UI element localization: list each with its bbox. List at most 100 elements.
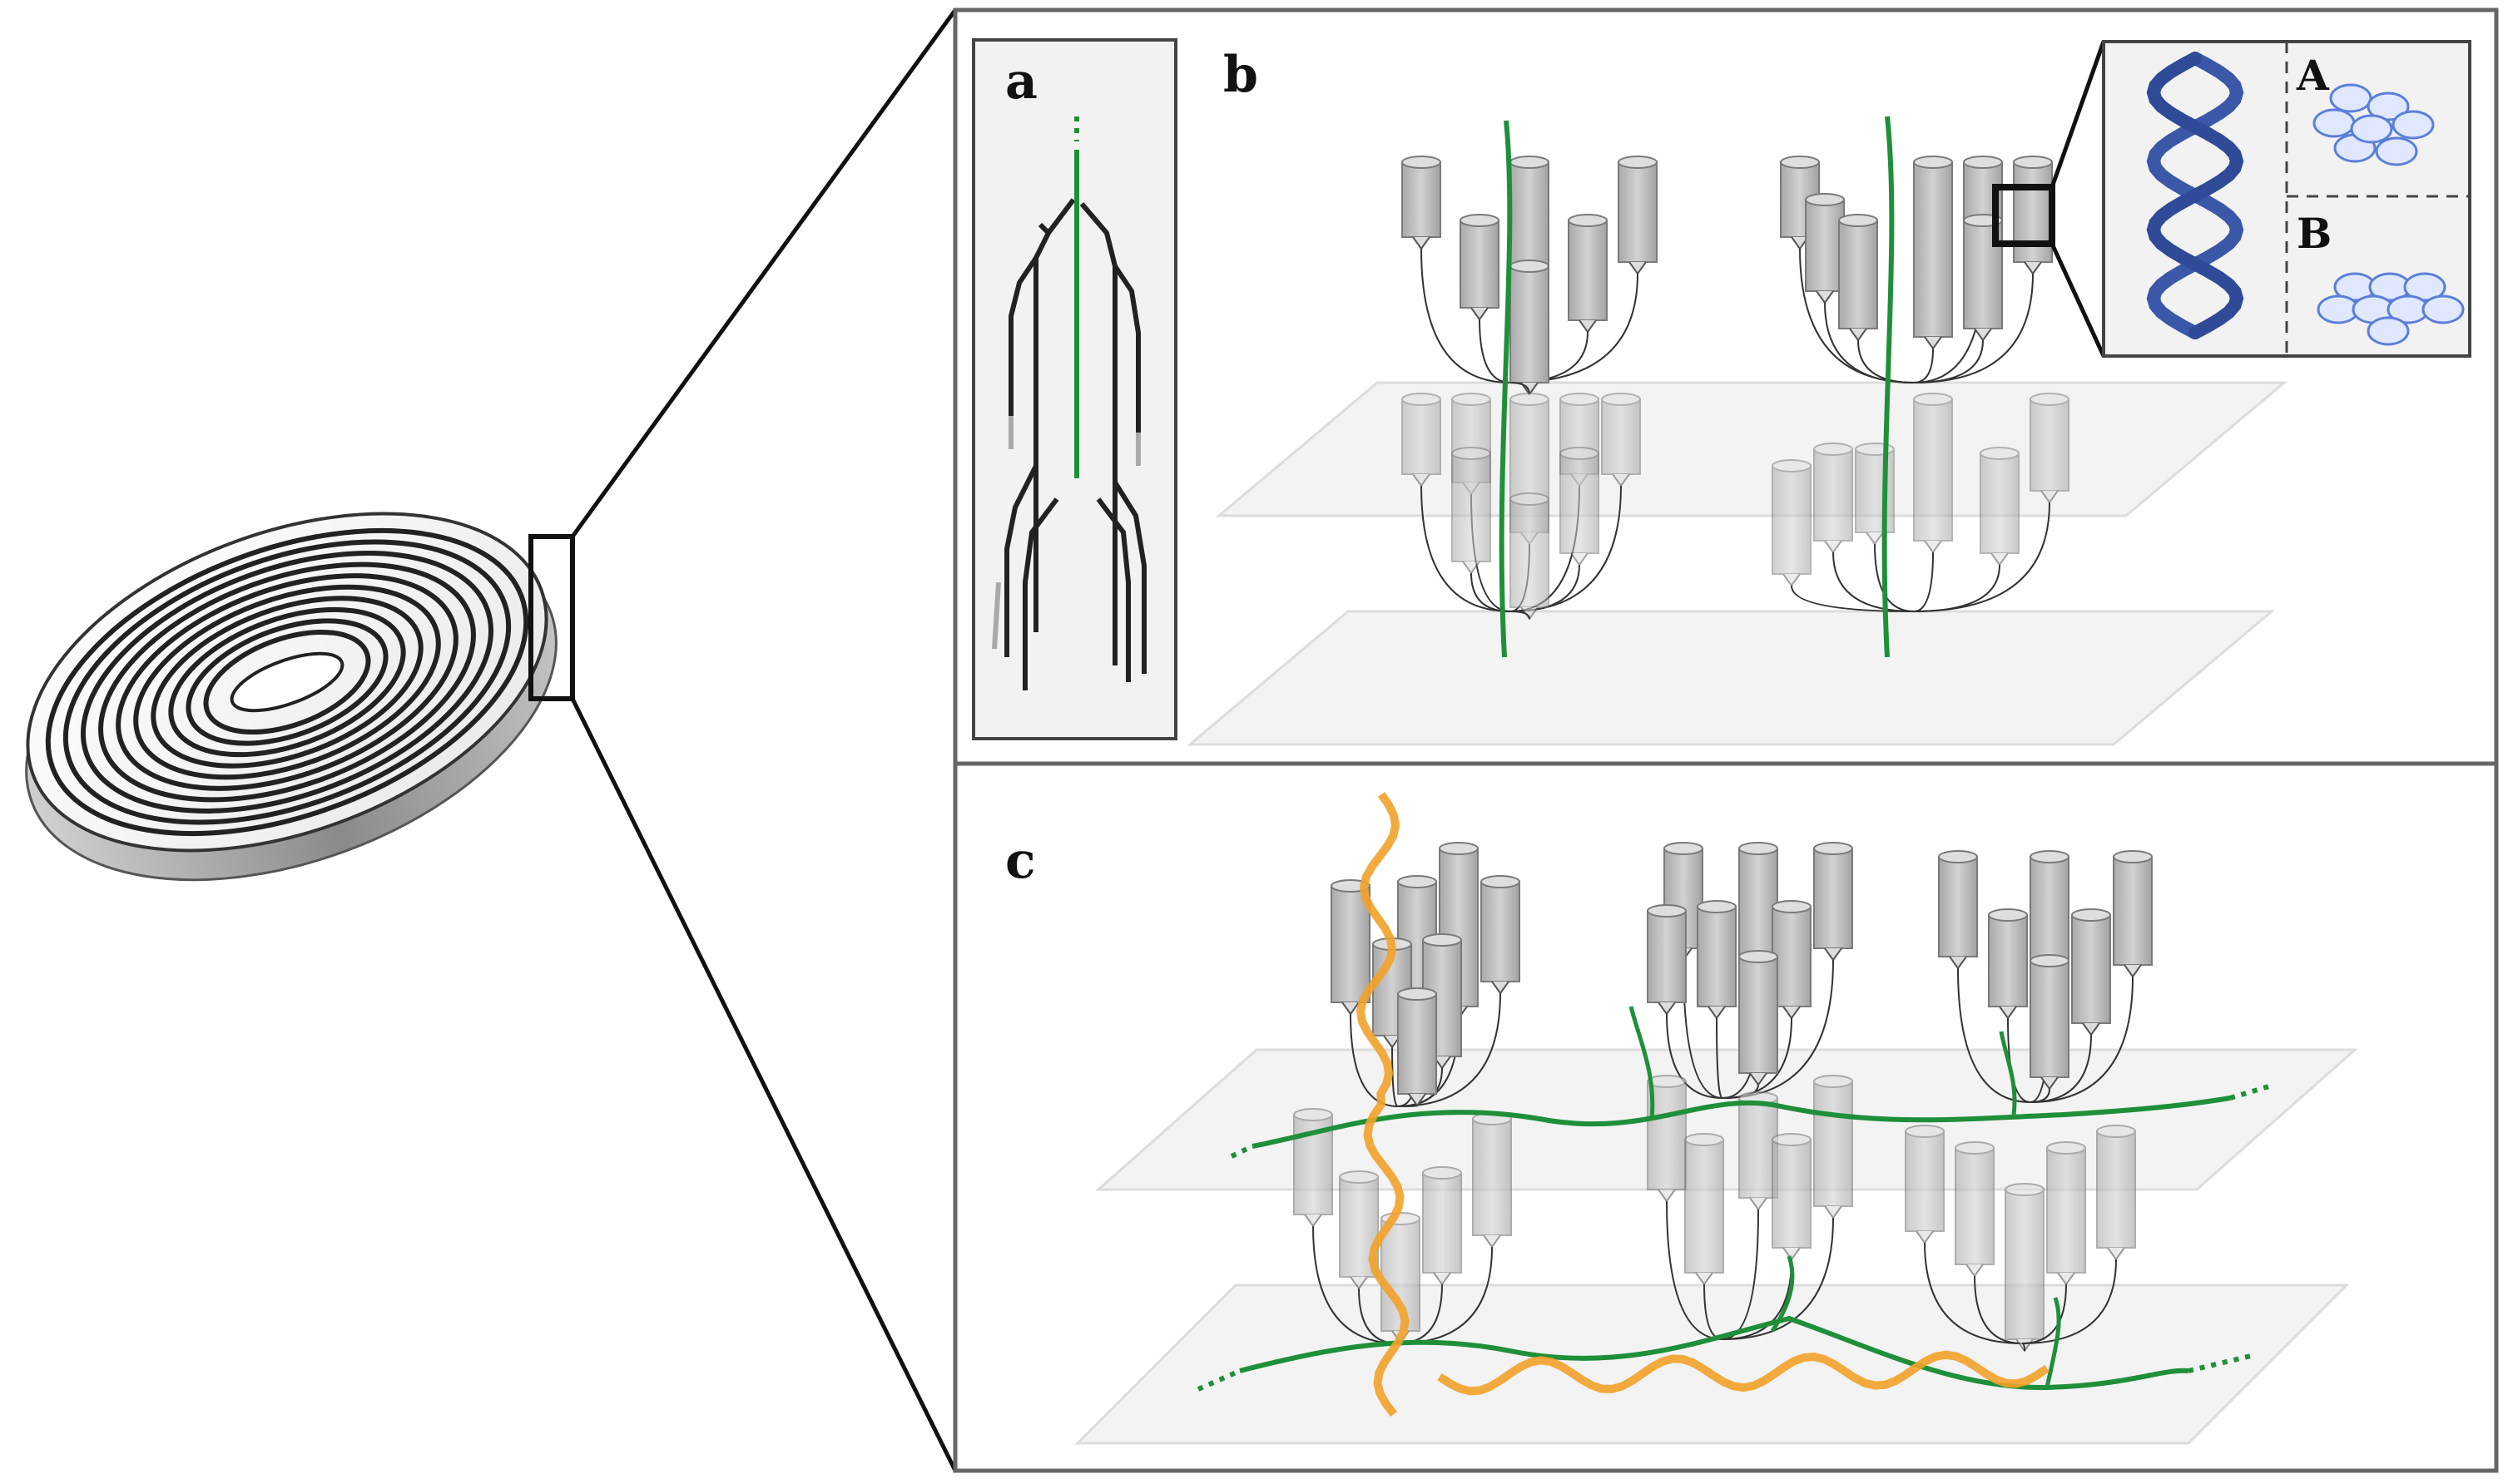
fiber-cylinder [1331, 879, 1370, 1016]
axon-c-branch [2045, 1297, 2061, 1388]
cylinder-top [1439, 842, 1479, 855]
fiber-link [1350, 1013, 1399, 1107]
fiber-cylinder [1460, 214, 1499, 321]
glycan-unit [2421, 294, 2465, 324]
cylinder-body [1913, 161, 1953, 338]
cylinder-top [1647, 1075, 1687, 1088]
cylinder-top [1697, 900, 1737, 913]
fiber-link [1420, 485, 1511, 612]
cylinder-body [2030, 398, 2069, 492]
fiber-cylinder [1955, 1141, 1995, 1278]
fiber-link [1924, 1242, 2023, 1344]
cylinder-top [1905, 1125, 1945, 1138]
cylinder-top [1838, 214, 1878, 227]
fiber-link [1666, 1200, 1723, 1340]
fiber-cylinder [1813, 443, 1853, 554]
fiber-cylinder [1559, 447, 1599, 566]
disc-ring [62, 539, 512, 825]
disc-ring [151, 596, 424, 769]
panel-b-zoom-box [1992, 184, 2055, 247]
cylinder-top [1568, 214, 1608, 227]
fiber-link [2030, 976, 2134, 1103]
glycan-cluster-a [2312, 83, 2435, 166]
glycan-cluster-b [2317, 272, 2465, 346]
panel-a: a [972, 38, 1177, 740]
fiber-cylinder [1772, 1133, 1812, 1261]
fiber-cylinder [1988, 908, 2028, 1020]
cylinder-top [1509, 492, 1549, 506]
helix-strand [2146, 52, 2244, 339]
fiber-cylinder [2046, 1141, 2086, 1286]
fiber-cylinder [1422, 1166, 1462, 1286]
fiber-cylinder [2071, 908, 2111, 1036]
tree-branch [1038, 222, 1051, 235]
cylinder-top [1988, 908, 2028, 922]
tree-branch [1096, 497, 1131, 682]
tree-branch [1079, 202, 1118, 665]
cylinder-body [1697, 906, 1737, 1007]
cylinder-body [1509, 498, 1549, 608]
cylinder-top [1401, 156, 1441, 169]
axon-c-branch [1770, 1255, 1795, 1333]
cylinder-top [1938, 850, 1978, 863]
cylinder-top [1813, 842, 1853, 855]
fiber-cylinder [1684, 1133, 1724, 1286]
axon-c-lower-dotted-left [1197, 1368, 1242, 1392]
cylinder-top [1647, 904, 1687, 918]
cylinder-body [1938, 856, 1978, 957]
fiber-link [1397, 992, 1501, 1107]
glycan-unit [2375, 136, 2418, 166]
cylinder-body [1647, 910, 1687, 1003]
cylinder-body [1684, 1139, 1724, 1274]
cylinder-top [1663, 842, 1703, 855]
cylinder-top [1780, 156, 1820, 169]
fiber-cylinder [1472, 1112, 1512, 1249]
fiber-cylinder [1509, 492, 1549, 621]
cylinder-body [1988, 914, 2028, 1007]
fiber-cylinder [1813, 842, 1853, 962]
panel-b-plane-upper [1215, 381, 2288, 517]
panel-a-tree [992, 116, 1147, 690]
cylinder-top [1480, 875, 1520, 888]
cylinder-body [2005, 1189, 2045, 1340]
axon-c-upper [1252, 1096, 2231, 1149]
cylinder-body [1397, 993, 1437, 1095]
tree-branch [1004, 464, 1038, 657]
fiber-cylinder [1738, 950, 1778, 1086]
inset: A B [2102, 40, 2471, 358]
fiber-link [1509, 611, 1530, 620]
inset-label-b: B [2297, 209, 2332, 258]
fiber-cylinder [1772, 459, 1812, 587]
panel-a-label: a [1005, 52, 1038, 111]
fiber-link [2030, 1088, 2050, 1103]
fiber-cylinder [2013, 156, 2053, 275]
fiber-link [1832, 552, 1915, 612]
axon-b-right [1881, 116, 1895, 658]
cylinder-body [1460, 220, 1499, 309]
fiber-cylinder [1905, 1125, 1945, 1244]
double-helix-icon [2146, 52, 2244, 339]
cylinder-top [1293, 1108, 1333, 1121]
cylinder-body [1813, 1081, 1853, 1207]
cylinder-body [1980, 453, 2020, 554]
panel-c-label: c [1005, 832, 1036, 890]
glycan-unit [2403, 272, 2446, 302]
zoom-box [528, 534, 575, 701]
axon-c-upper-dotted-left [1230, 1144, 1254, 1159]
cylinder-top [1397, 987, 1437, 1001]
fiber-link [1391, 1046, 1399, 1107]
fiber-link [1509, 382, 1530, 395]
fiber-link [1312, 1225, 1399, 1344]
cylinder-top [1618, 156, 1658, 169]
panel-b-label: b [1223, 46, 1258, 104]
cylinder-body [1813, 448, 1853, 542]
fiber-cylinder [1451, 447, 1491, 575]
tree-branch [1113, 265, 1141, 433]
cylinder-body [1738, 956, 1778, 1074]
cylinder-top [2013, 156, 2053, 169]
cylinder-body [1913, 398, 1953, 542]
ribbon-horizontal [1437, 1350, 2050, 1396]
fiber-cylinder [1838, 214, 1878, 342]
fiber-cylinder [2030, 954, 2069, 1091]
